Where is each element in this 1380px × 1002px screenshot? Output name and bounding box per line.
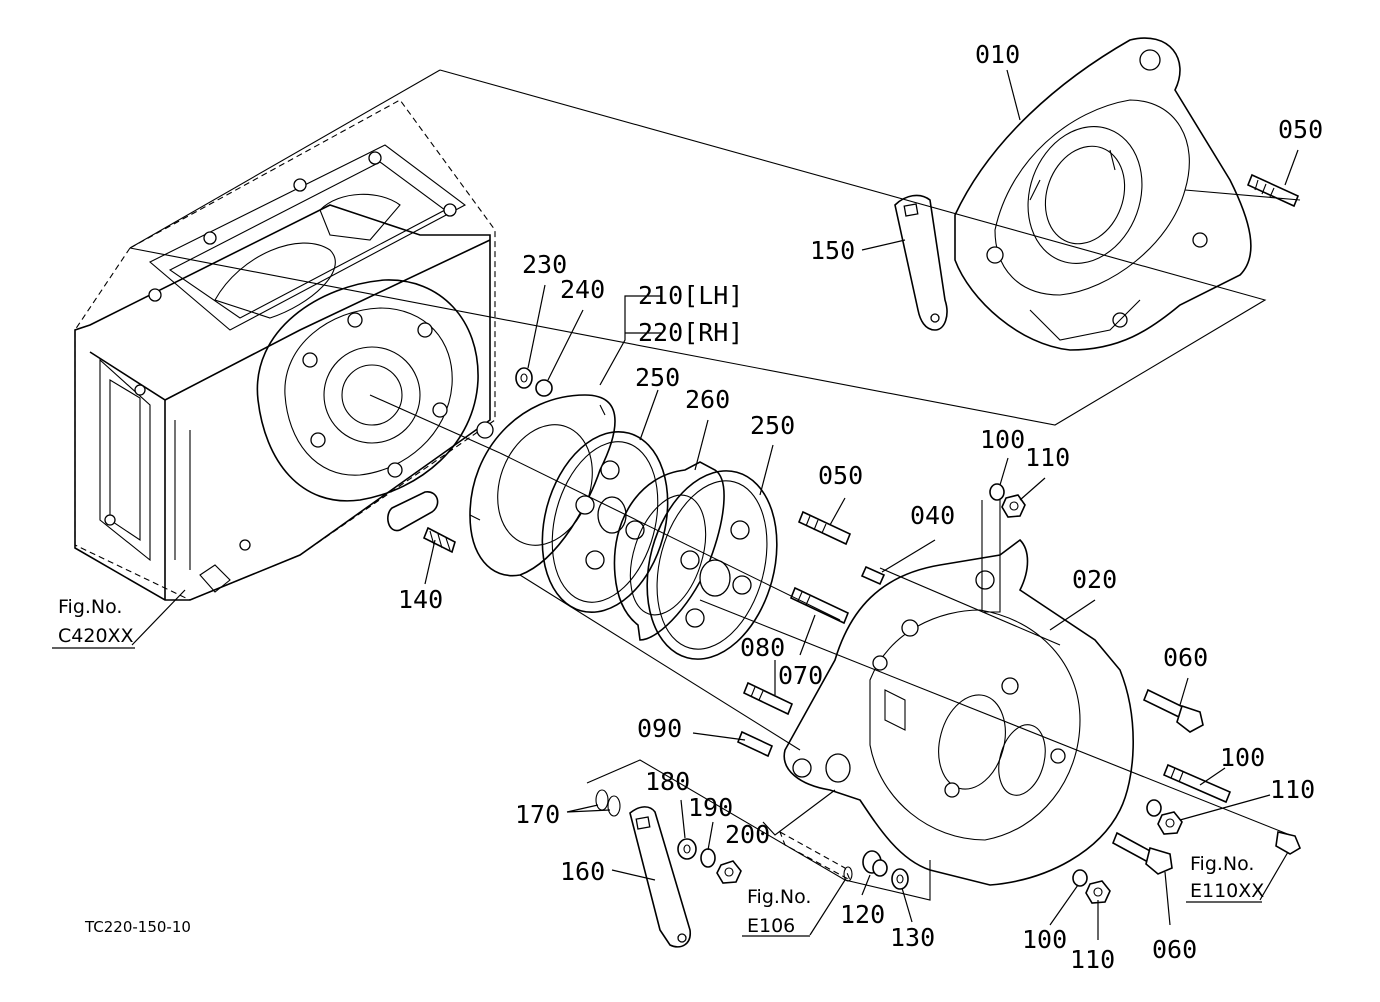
figure-ref-c420xx: Fig.No. C420XX xyxy=(52,596,135,649)
stud-050-upper xyxy=(1246,173,1300,208)
svg-text:C420XX: C420XX xyxy=(58,625,134,647)
nut-100-upper xyxy=(989,483,1005,501)
label-140: 140 xyxy=(398,585,443,614)
label-110-mid: 110 xyxy=(1270,775,1315,804)
stud-070 xyxy=(789,586,850,625)
label-150: 150 xyxy=(810,236,855,265)
nut-110-upper xyxy=(1001,494,1026,518)
shaft-e106 xyxy=(778,830,853,882)
bushing-120 xyxy=(862,850,888,877)
diagram-code: TC220-150-10 xyxy=(84,918,191,936)
label-110-lower: 110 xyxy=(1070,945,1115,974)
leader-lines xyxy=(131,69,1299,940)
orings-170 xyxy=(595,789,621,817)
label-090: 090 xyxy=(637,714,682,743)
label-250-first: 250 xyxy=(635,363,680,392)
label-250-second: 250 xyxy=(750,411,795,440)
label-060-upper: 060 xyxy=(1163,643,1208,672)
label-050-lower: 050 xyxy=(818,461,863,490)
nut-200 xyxy=(716,860,742,884)
ball-240 xyxy=(535,379,553,397)
svg-text:Fig.No.: Fig.No. xyxy=(747,886,811,908)
plate-210-220 xyxy=(469,394,616,577)
washer-130 xyxy=(891,868,909,890)
pin-040 xyxy=(860,565,886,586)
label-110-upper: 110 xyxy=(1025,443,1070,472)
washer-230 xyxy=(515,367,533,389)
part-labels: 010 050 150 230 240 210[LH] 220[RH] 250 … xyxy=(398,40,1323,974)
label-060-lower: 060 xyxy=(1152,935,1197,964)
stud-050-lower xyxy=(797,510,852,546)
label-100-mid: 100 xyxy=(1220,743,1265,772)
washer-180 xyxy=(677,838,697,860)
label-200: 200 xyxy=(725,820,770,849)
washer-100-mid xyxy=(1146,799,1162,817)
label-050-upper: 050 xyxy=(1278,115,1323,144)
washer-100-lower xyxy=(1072,869,1088,887)
label-070: 070 xyxy=(778,661,823,690)
label-180: 180 xyxy=(645,767,690,796)
washer-190 xyxy=(700,848,716,868)
svg-text:E106: E106 xyxy=(747,915,795,937)
label-020: 020 xyxy=(1072,565,1117,594)
label-210: 210[LH] xyxy=(638,281,743,310)
stud-100-right xyxy=(1162,763,1302,855)
label-120: 120 xyxy=(840,900,885,929)
label-010: 010 xyxy=(975,40,1020,69)
label-220: 220[RH] xyxy=(638,318,743,347)
figure-ref-e110xx: Fig.No. E110XX xyxy=(1186,853,1264,903)
disc-250-second xyxy=(646,470,778,660)
pin-140 xyxy=(387,491,456,554)
label-100-lower: 100 xyxy=(1022,925,1067,954)
svg-text:Fig.No.: Fig.No. xyxy=(1190,853,1254,875)
nut-110-mid xyxy=(1157,811,1183,835)
case-flange xyxy=(256,279,501,502)
stud-090 xyxy=(736,730,774,758)
cover-010 xyxy=(954,37,1252,351)
label-100-upper: 100 xyxy=(980,425,1025,454)
transmission-case xyxy=(74,99,496,601)
label-130: 130 xyxy=(890,923,935,952)
label-190: 190 xyxy=(688,793,733,822)
assembly-lines xyxy=(129,69,1301,901)
bolt-060-lower xyxy=(1111,831,1173,875)
plate-260 xyxy=(613,461,725,641)
nut-110-lower xyxy=(1085,880,1111,904)
label-170: 170 xyxy=(515,800,560,829)
label-240: 240 xyxy=(560,275,605,304)
figure-ref-e106: Fig.No. E106 xyxy=(742,886,811,937)
lever-150 xyxy=(894,194,948,331)
lever-160 xyxy=(629,806,691,948)
svg-text:Fig.No.: Fig.No. xyxy=(58,596,122,618)
bolt-060-upper xyxy=(1142,688,1204,733)
label-160: 160 xyxy=(560,857,605,886)
disc-250-first xyxy=(541,430,669,614)
label-260: 260 xyxy=(685,385,730,414)
stud-080 xyxy=(742,681,794,716)
svg-text:E110XX: E110XX xyxy=(1190,880,1264,902)
label-230: 230 xyxy=(522,250,567,279)
case-020 xyxy=(783,538,1134,886)
label-040: 040 xyxy=(910,501,955,530)
label-080: 080 xyxy=(740,633,785,662)
